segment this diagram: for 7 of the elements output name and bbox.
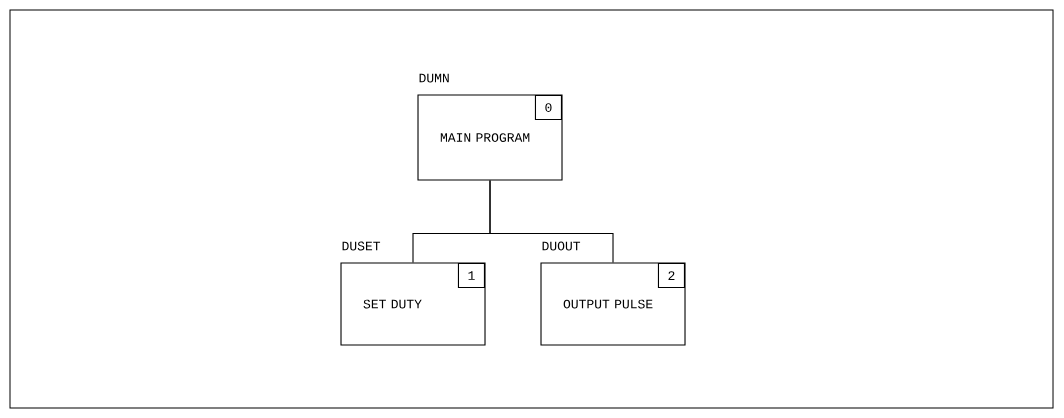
module-name: DUOUT: [542, 241, 581, 251]
module-name: DUSET: [342, 241, 381, 251]
connector-line: [489, 180, 614, 263]
number-box: 0: [534, 95, 562, 121]
module-name: DUMN: [419, 73, 449, 83]
number-box: 2: [657, 263, 685, 289]
number-box: 1: [457, 263, 485, 289]
